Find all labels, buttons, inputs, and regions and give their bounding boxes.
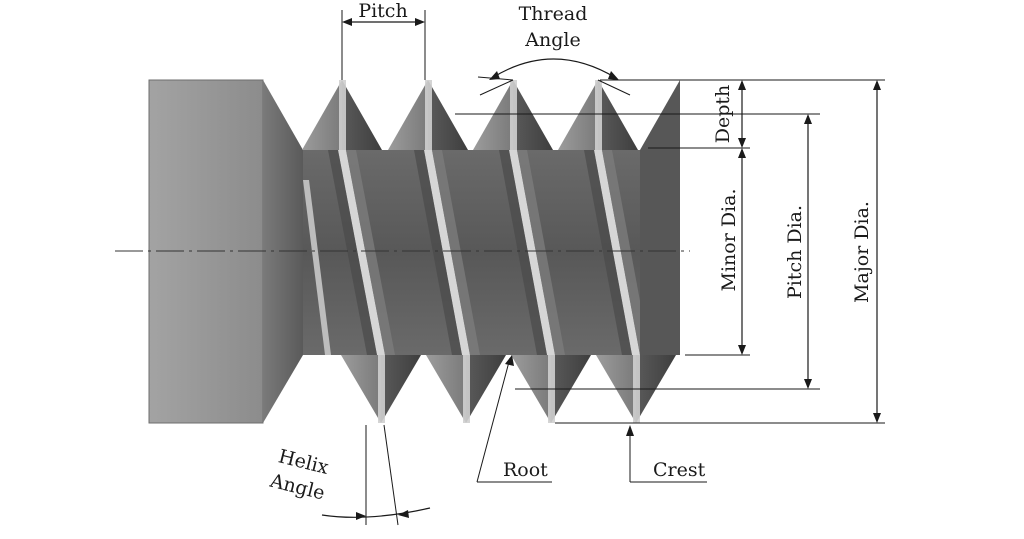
top-tooth — [388, 80, 468, 150]
pitch-dia-dimension: Pitch Dia. — [784, 114, 812, 389]
helix-angle-dimension: Helix Angle — [267, 424, 431, 526]
depth-dimension: Depth — [712, 80, 746, 148]
extension-lines — [455, 79, 885, 424]
helix-band — [414, 150, 480, 355]
root-label: Root — [503, 459, 548, 481]
pitch-dimension: Pitch — [341, 0, 426, 80]
top-tooth — [558, 80, 638, 150]
crest-callout: Crest — [626, 425, 707, 483]
helix-band — [584, 150, 650, 355]
depth-label: Depth — [712, 85, 734, 144]
major-dia-label: Major Dia. — [851, 201, 873, 303]
helix-band — [328, 150, 395, 355]
thread-angle-dimension: Thread Angle — [477, 3, 631, 96]
major-dia-dimension: Major Dia. — [851, 80, 881, 423]
minor-dia-dimension: Minor Dia. — [718, 148, 746, 355]
thread-angle-label-line2: Angle — [524, 29, 580, 51]
helix-crest-lines — [303, 150, 650, 355]
end-chamfer — [640, 80, 680, 355]
bottom-tooth — [341, 355, 421, 423]
crest-label: Crest — [653, 459, 706, 481]
root-callout: Root — [476, 355, 552, 483]
helix-band — [499, 150, 565, 355]
bottom-tooth — [426, 355, 506, 423]
top-tooth — [302, 80, 382, 150]
thread-angle-label-line1: Thread — [519, 3, 588, 25]
bottom-thread-teeth — [341, 355, 676, 423]
top-tooth — [473, 80, 553, 150]
helix-band — [303, 180, 331, 355]
pitch-dia-label: Pitch Dia. — [784, 205, 806, 299]
pitch-label: Pitch — [358, 0, 407, 22]
minor-dia-label: Minor Dia. — [718, 188, 740, 291]
top-thread-teeth — [302, 80, 638, 150]
